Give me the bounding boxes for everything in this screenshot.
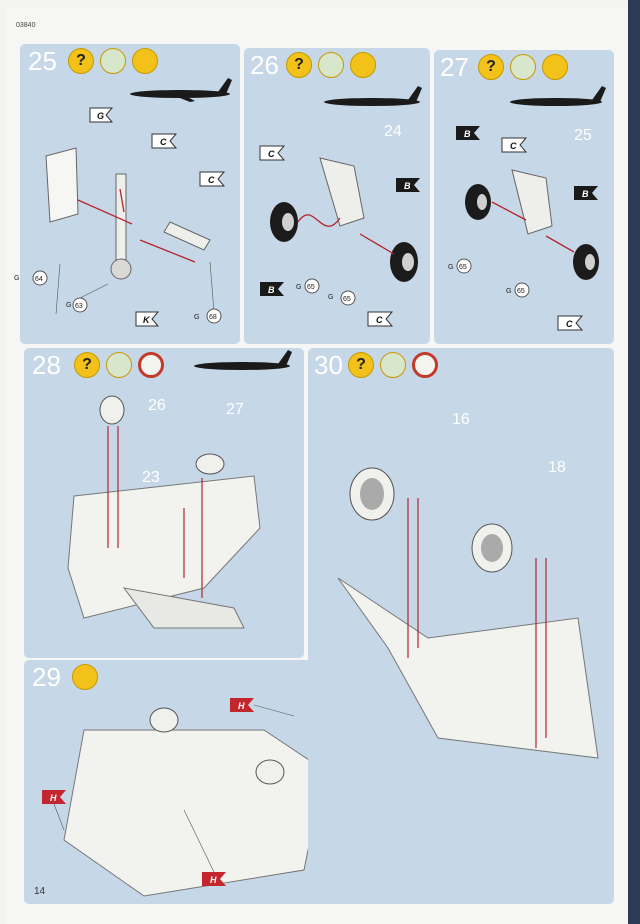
part-number: 24 [384, 123, 402, 140]
question-icon: ? [74, 352, 100, 378]
flag-c: C [199, 171, 226, 187]
aircraft-silhouette-icon [324, 86, 422, 106]
step-number: 28 [32, 350, 61, 380]
flag-c: C [367, 311, 394, 327]
flag-h: H [202, 872, 226, 886]
svg-text:64: 64 [35, 276, 43, 283]
flag-c: C [557, 315, 584, 331]
step-number: 30 [314, 350, 343, 380]
flag-c: C [259, 145, 286, 161]
step-30-diagram: 16 18 [337, 411, 599, 759]
part-number: 25 [574, 127, 592, 144]
part-number: 26 [148, 397, 166, 414]
flag-k: K [135, 311, 160, 327]
step-25-diagram: G C C K G 64 G 63 G [14, 78, 232, 327]
step-27-diagram: 25 B C B C G 65 G 65 [448, 86, 606, 331]
step-number: 26 [250, 50, 279, 80]
glue-icon [100, 48, 126, 74]
flag-h: H [42, 790, 66, 804]
step-29-diagram: H H H [42, 698, 325, 897]
svg-text:68: 68 [209, 314, 217, 321]
step-27-panel: 27 ? 25 B C B C G [434, 50, 614, 344]
step-25-panel: 25 ? G C C [14, 44, 240, 344]
svg-text:C: C [566, 319, 573, 329]
svg-text:B: B [268, 285, 275, 295]
step-26-panel: 26 ? 24 C B B C [244, 48, 430, 344]
part-ref-g65: G 65 [448, 258, 472, 274]
flag-h: H [230, 698, 254, 712]
flag-c: C [151, 133, 178, 149]
background-edge [628, 0, 640, 924]
part-number: 16 [452, 411, 470, 428]
aircraft-silhouette-icon [510, 86, 606, 106]
flag-g: G [89, 107, 114, 123]
part-number: 27 [226, 401, 244, 418]
svg-text:C: C [160, 137, 167, 147]
kit-code: 03840 [16, 22, 36, 29]
svg-text:65: 65 [343, 296, 351, 303]
paint-brush-icon [350, 52, 376, 78]
step-number: 25 [28, 46, 57, 76]
step-number: 29 [32, 662, 61, 692]
glue-icon [106, 352, 132, 378]
svg-text:C: C [208, 175, 215, 185]
step-26-diagram: 24 C B B C G 65 G [259, 86, 422, 327]
step-28-diagram: 26 27 23 [67, 350, 292, 629]
svg-text:G: G [194, 314, 199, 321]
part-ref-g64: G 64 [14, 270, 48, 286]
flag-b: B [396, 178, 420, 192]
svg-text:G: G [328, 294, 333, 301]
svg-text:63: 63 [75, 303, 83, 310]
paint-brush-icon [72, 664, 98, 690]
part-ref-68: G 68 [194, 308, 222, 324]
question-icon: ? [348, 352, 374, 378]
glue-icon [380, 352, 406, 378]
part-ref-g65: G 65 [296, 278, 320, 294]
flag-b: B [260, 282, 284, 296]
svg-text:G: G [296, 284, 301, 291]
aircraft-silhouette-icon [130, 78, 232, 102]
svg-text:H: H [210, 875, 217, 885]
part-ref-g63: G 63 [66, 297, 88, 313]
svg-text:G: G [506, 288, 511, 295]
svg-text:G: G [97, 111, 104, 121]
svg-text:65: 65 [459, 264, 467, 271]
step-30-panel: 30 ? 16 18 [308, 348, 614, 904]
svg-text:C: C [376, 315, 383, 325]
paint-brush-icon [542, 54, 568, 80]
svg-text:B: B [464, 129, 471, 139]
svg-text:H: H [238, 701, 245, 711]
question-icon: ? [286, 52, 312, 78]
svg-text:B: B [404, 181, 411, 191]
svg-text:G: G [14, 275, 19, 282]
part-ref-65: G 65 [328, 290, 356, 306]
svg-text:K: K [143, 315, 151, 325]
glue-icon [510, 54, 536, 80]
paint-brush-icon [132, 48, 158, 74]
question-icon: ? [68, 48, 94, 74]
clock-icon [412, 352, 438, 378]
glue-icon [318, 52, 344, 78]
svg-text:C: C [268, 149, 275, 159]
part-ref-g65: G 65 [506, 282, 530, 298]
page-number: 14 [34, 886, 46, 897]
part-number: 23 [142, 469, 160, 486]
svg-text:G: G [448, 264, 453, 271]
part-number: 18 [548, 459, 566, 476]
step-29-panel: 29 H H H [24, 660, 354, 904]
step-number: 27 [440, 52, 469, 82]
svg-text:65: 65 [307, 284, 315, 291]
svg-text:G: G [66, 302, 71, 309]
svg-text:B: B [582, 189, 589, 199]
flag-c: C [501, 137, 528, 153]
svg-text:H: H [50, 793, 57, 803]
step-28-panel: 28 ? 26 27 23 [24, 348, 304, 658]
svg-text:65: 65 [517, 288, 525, 295]
flag-b: B [574, 186, 598, 200]
svg-text:C: C [510, 141, 517, 151]
aircraft-silhouette-icon [194, 350, 292, 370]
question-icon: ? [478, 54, 504, 80]
clock-icon [138, 352, 164, 378]
flag-b: B [456, 126, 480, 140]
